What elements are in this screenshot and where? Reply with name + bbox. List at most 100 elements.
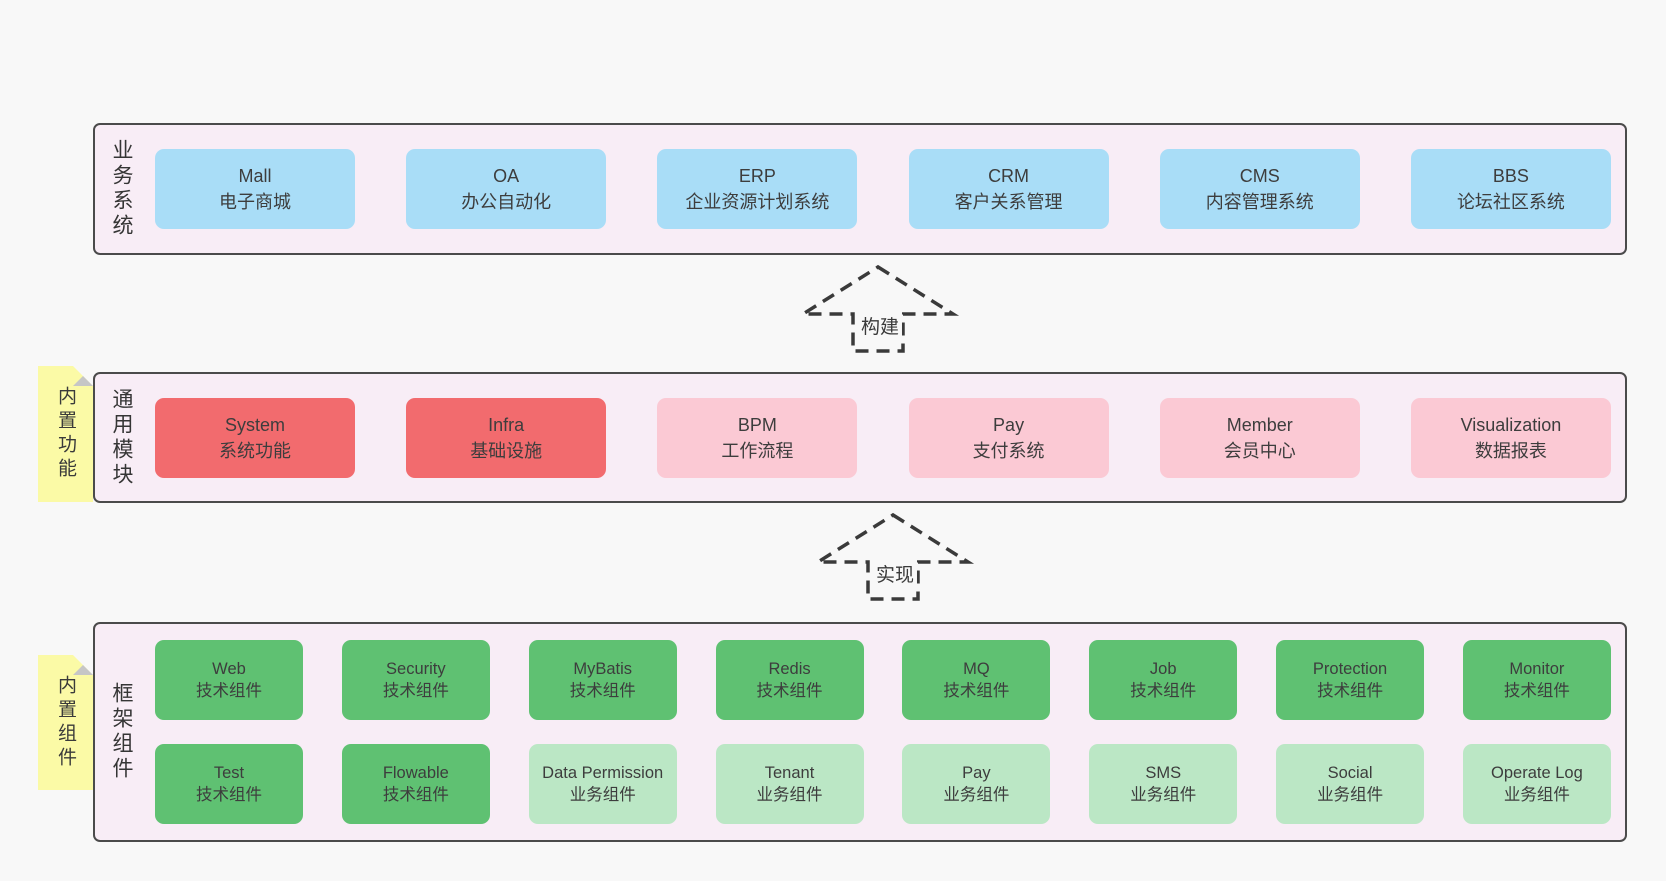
sticky-note-builtin-components: 内置组件	[38, 655, 93, 790]
node-subtitle: 业务组件	[1130, 786, 1197, 804]
node-name: Security	[386, 659, 446, 678]
node-subtitle: 技术组件	[756, 682, 823, 700]
sticky-text: 内置功能	[55, 386, 76, 482]
node-subtitle: 工作流程	[721, 440, 794, 461]
node-security: Security 技术组件	[341, 640, 490, 720]
node-name: Data Permission	[542, 763, 664, 782]
node-subtitle: 会员中心	[1223, 440, 1296, 461]
node-name: Monitor	[1509, 659, 1565, 678]
node-name: MyBatis	[573, 659, 633, 678]
arrow-build-label: 构建	[857, 312, 903, 339]
folded-corner-icon	[73, 366, 93, 386]
dashed-up-arrow-icon	[800, 264, 960, 353]
band-framework-components: 框架组件 Web 技术组件 Security 技术组件 MyBatis 技术组件…	[93, 622, 1627, 842]
node-subtitle: 数据报表	[1474, 440, 1547, 461]
node-name: Infra	[488, 414, 525, 435]
node-name: Mall	[238, 166, 272, 186]
node-name: Protection	[1312, 659, 1388, 678]
node-redis: Redis 技术组件	[715, 640, 864, 720]
module-boxes: System 系统功能 Infra 基础设施 BPM 工作流程 Pay 支付系统…	[155, 374, 1611, 501]
node-name: ERP	[738, 166, 776, 186]
node-tenant: Tenant 业务组件	[715, 744, 864, 824]
node-web: Web 技术组件	[155, 640, 303, 720]
node-member: Member 会员中心	[1159, 397, 1360, 478]
node-name: MQ	[963, 659, 990, 678]
node-name: CRM	[988, 166, 1030, 186]
business-boxes: Mall 电子商城 OA 办公自动化 ERP 企业资源计划系统 CRM 客户关系…	[155, 125, 1611, 253]
node-job: Job 技术组件	[1089, 640, 1238, 720]
node-subtitle: 业务组件	[756, 786, 823, 804]
node-social: Social 业务组件	[1276, 744, 1425, 824]
node-name: Social	[1327, 763, 1373, 782]
folded-corner-icon	[73, 655, 93, 675]
node-infra: Infra 基础设施	[406, 397, 607, 478]
node-subtitle: 技术组件	[569, 682, 636, 700]
node-mall: Mall 电子商城	[155, 149, 355, 229]
node-name: Test	[213, 763, 245, 782]
node-name: Visualization	[1460, 414, 1562, 435]
node-name: BBS	[1492, 166, 1529, 186]
node-subtitle: 技术组件	[196, 682, 262, 700]
component-row-1: Web 技术组件 Security 技术组件 MyBatis 技术组件 Redi…	[155, 640, 1611, 720]
node-oa: OA 办公自动化	[406, 149, 607, 229]
node-erp: ERP 企业资源计划系统	[657, 149, 858, 229]
arrow-implement: 实现	[815, 512, 975, 602]
arrow-implement-label: 实现	[872, 560, 918, 587]
node-operate-log: Operate Log 业务组件	[1462, 744, 1611, 824]
band-business-systems: 业务系统 Mall 电子商城 OA 办公自动化 ERP 企业资源计划系统 CRM…	[93, 123, 1627, 255]
node-subtitle: 技术组件	[1503, 682, 1570, 700]
node-monitor: Monitor 技术组件	[1462, 640, 1611, 720]
node-name: Pay	[962, 763, 991, 782]
node-subtitle: 技术组件	[1317, 682, 1384, 700]
node-subtitle: 业务组件	[943, 786, 1010, 804]
node-name: Web	[212, 659, 246, 678]
node-system: System 系统功能	[155, 397, 355, 478]
sticky-note-builtin-features: 内置功能	[38, 366, 93, 502]
node-cms: CMS 内容管理系统	[1159, 149, 1360, 229]
node-name: Pay	[993, 414, 1025, 435]
node-sms: SMS 业务组件	[1089, 744, 1238, 824]
node-name: Tenant	[764, 763, 815, 782]
node-subtitle: 业务组件	[569, 786, 636, 804]
node-data-permission: Data Permission 业务组件	[528, 744, 677, 824]
node-subtitle: 客户关系管理	[954, 192, 1063, 212]
node-name: Operate Log	[1491, 763, 1583, 782]
dashed-up-arrow-icon	[815, 512, 975, 601]
node-crm: CRM 客户关系管理	[908, 149, 1109, 229]
node-subtitle: 论坛社区系统	[1456, 192, 1565, 212]
node-flowable: Flowable 技术组件	[341, 744, 490, 824]
node-subtitle: 电子商城	[219, 192, 291, 212]
node-name: CMS	[1239, 166, 1280, 186]
band-label-modules: 通用模块	[110, 387, 133, 488]
band-label-business: 业务系统	[110, 139, 133, 239]
node-name: Member	[1226, 414, 1293, 435]
node-subtitle: 基础设施	[470, 440, 543, 461]
node-subtitle: 技术组件	[382, 682, 449, 700]
node-subtitle: 办公自动化	[461, 192, 552, 212]
node-subtitle: 内容管理系统	[1205, 192, 1314, 212]
band-common-modules: 通用模块 System 系统功能 Infra 基础设施 BPM 工作流程 Pay…	[93, 372, 1627, 503]
component-rows: Web 技术组件 Security 技术组件 MyBatis 技术组件 Redi…	[155, 624, 1611, 840]
node-subtitle: 系统功能	[219, 440, 291, 461]
node-subtitle: 业务组件	[1317, 786, 1384, 804]
node-name: System	[224, 414, 285, 435]
node-pay-module: Pay 支付系统	[908, 397, 1109, 478]
node-subtitle: 技术组件	[382, 786, 449, 804]
node-name: Flowable	[382, 763, 449, 782]
node-subtitle: 技术组件	[943, 682, 1010, 700]
node-name: SMS	[1145, 763, 1182, 782]
component-row-2: Test 技术组件 Flowable 技术组件 Data Permission …	[155, 744, 1611, 824]
band-label-components: 框架组件	[110, 682, 133, 782]
node-bpm: BPM 工作流程	[657, 397, 858, 478]
node-mybatis: MyBatis 技术组件	[528, 640, 677, 720]
node-subtitle: 技术组件	[1130, 682, 1197, 700]
node-mq: MQ 技术组件	[902, 640, 1051, 720]
node-subtitle: 企业资源计划系统	[685, 192, 830, 212]
node-bbs: BBS 论坛社区系统	[1410, 149, 1611, 229]
node-pay-component: Pay 业务组件	[902, 744, 1051, 824]
node-subtitle: 技术组件	[196, 786, 262, 804]
node-name: Job	[1149, 659, 1177, 678]
node-subtitle: 业务组件	[1503, 786, 1570, 804]
node-protection: Protection 技术组件	[1276, 640, 1425, 720]
